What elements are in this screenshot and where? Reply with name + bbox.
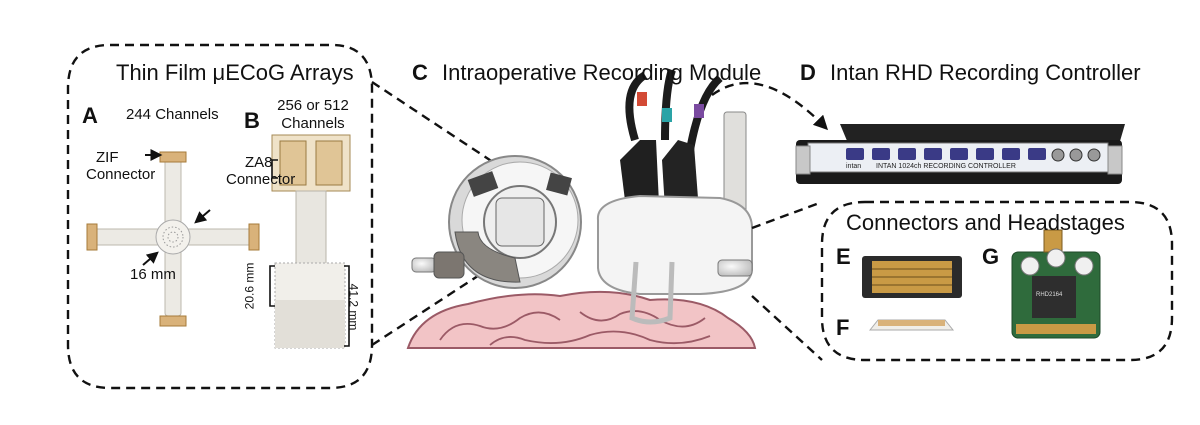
zoom-line-top (371, 80, 506, 172)
panel-e-connector (862, 256, 962, 298)
za8-label-1: ZA8 (245, 154, 273, 171)
electrode-arrow-left (142, 251, 159, 266)
module-side-view (596, 68, 753, 325)
connectors-title: Connectors and Headstages (846, 210, 1125, 235)
zif-label-2: Connector (86, 166, 156, 183)
controller-brand: intan (846, 163, 862, 170)
thin-film-title: Thin Film μECoG Arrays (116, 60, 354, 85)
panel-d-letter: D (800, 60, 816, 85)
zoom-line-connectors-top (751, 200, 823, 230)
panel-a-cross-array (86, 151, 260, 327)
curved-arrow-to-controller (711, 81, 829, 131)
panel-b-letter: B (244, 108, 260, 133)
panel-b-channels-1: 256 or 512 (277, 97, 349, 114)
panel-b-long-array (271, 134, 351, 349)
panel-e-letter: E (836, 244, 851, 269)
panel-g-headstage (1011, 229, 1101, 339)
dimension-20-6mm: 20.6 mm (242, 262, 257, 310)
panel-f-letter: F (836, 315, 850, 340)
zif-label-1: ZIF (96, 149, 119, 166)
dimension-16mm: 16 mm (130, 266, 176, 283)
za8-label-2: Connector (226, 171, 296, 188)
recording-controller (795, 124, 1125, 184)
za8-bracket (271, 159, 278, 179)
controller-device-label: INTAN 1024ch RECORDING CONTROLLER (876, 163, 1016, 170)
thin-film-dashed-outline (66, 43, 374, 390)
bracket-short (269, 265, 275, 307)
panel-f-connector (868, 319, 955, 331)
panel-a-channels: 244 Channels (126, 106, 219, 123)
electrode-arrow-right (194, 209, 211, 224)
dimension-41-2mm: 41.2 mm (346, 283, 361, 331)
panel-b-channels-2: Channels (281, 115, 345, 132)
brain-illustration (406, 290, 757, 349)
controller-title: Intan RHD Recording Controller (830, 60, 1141, 85)
panel-a-letter: A (82, 103, 98, 128)
headstage-chip-text: RHD2164 (1036, 292, 1063, 298)
zoom-line-connectors-bottom (751, 295, 823, 361)
module-title: Intraoperative Recording Module (442, 60, 762, 85)
panel-g-letter: G (982, 244, 1000, 269)
panel-c-letter: C (412, 60, 428, 85)
bracket-long (344, 265, 350, 347)
module-top-view (411, 155, 582, 289)
